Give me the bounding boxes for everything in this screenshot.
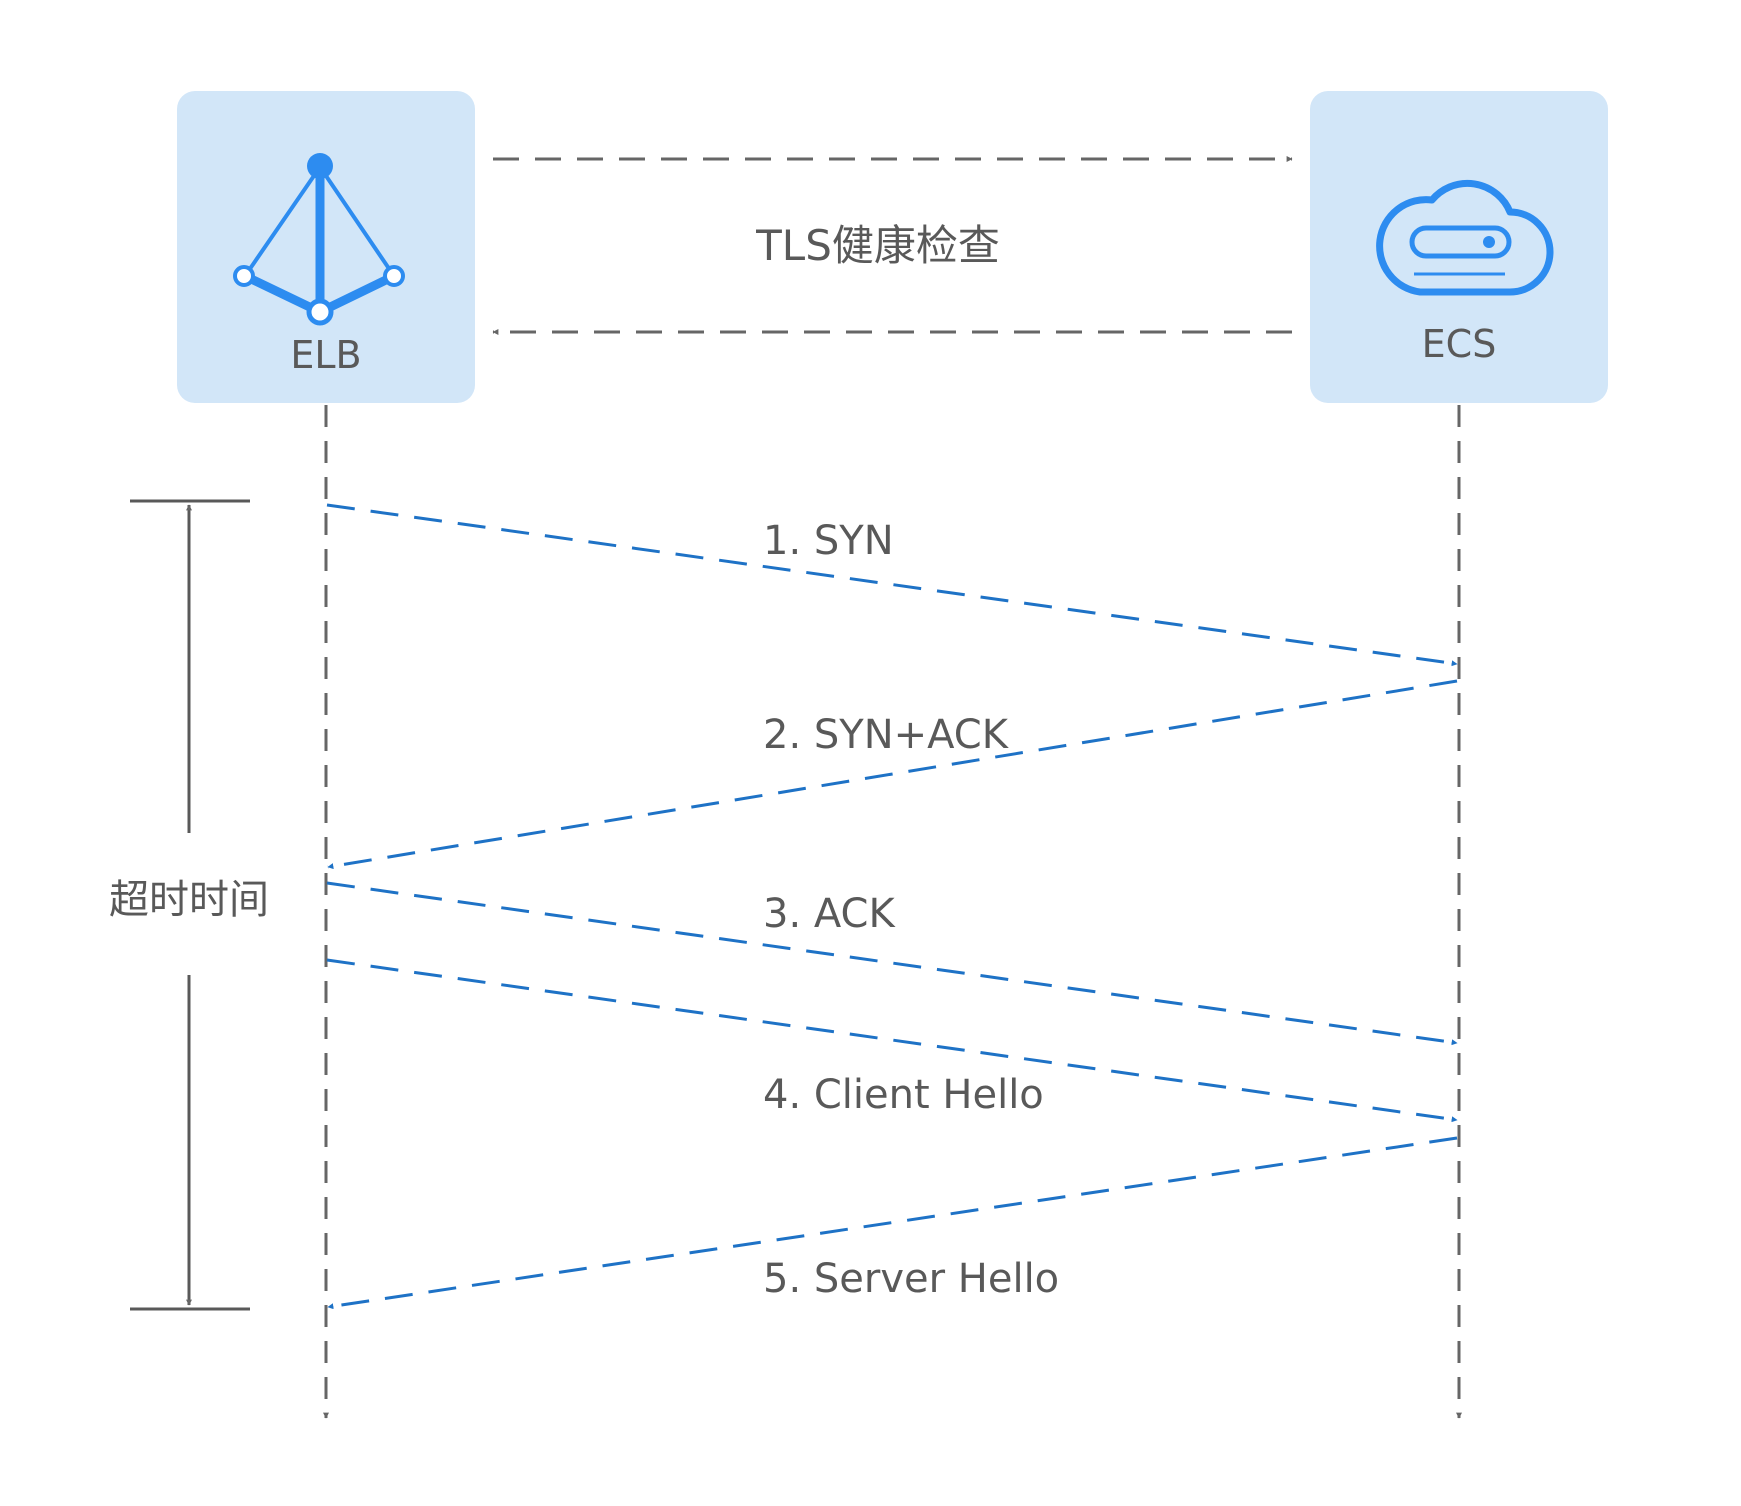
message-ack-arrow: [326, 881, 1458, 1046]
message-syn-arrow: [326, 503, 1458, 667]
ecs-node-box: [1310, 91, 1608, 403]
timeout-label: 超时时间: [109, 877, 269, 923]
ecs-label: ECS: [1422, 322, 1497, 366]
message-client-hello-arrow: [326, 958, 1458, 1123]
message-syn-ack-arrow: [327, 679, 1458, 870]
message-syn-ack-label: 2. SYN+ACK: [763, 712, 1010, 758]
load-balancer-icon: [233, 153, 405, 326]
elb-node-box: [177, 91, 475, 403]
message-ack-label: 3. ACK: [763, 891, 896, 937]
message-syn-label: 1. SYN: [763, 518, 894, 564]
elb-label: ELB: [290, 333, 361, 377]
elb-node: ELB: [177, 91, 475, 403]
tls-health-check-label: TLS健康检查: [755, 221, 1000, 270]
message-server-hello-label: 5. Server Hello: [763, 1256, 1059, 1302]
message-client-hello-label: 4. Client Hello: [763, 1072, 1044, 1118]
message-server-hello-arrow: [327, 1136, 1458, 1310]
cloud-server-icon: [1376, 179, 1554, 296]
timeout-bracket: [130, 499, 250, 1311]
ecs-node: ECS: [1310, 91, 1608, 403]
